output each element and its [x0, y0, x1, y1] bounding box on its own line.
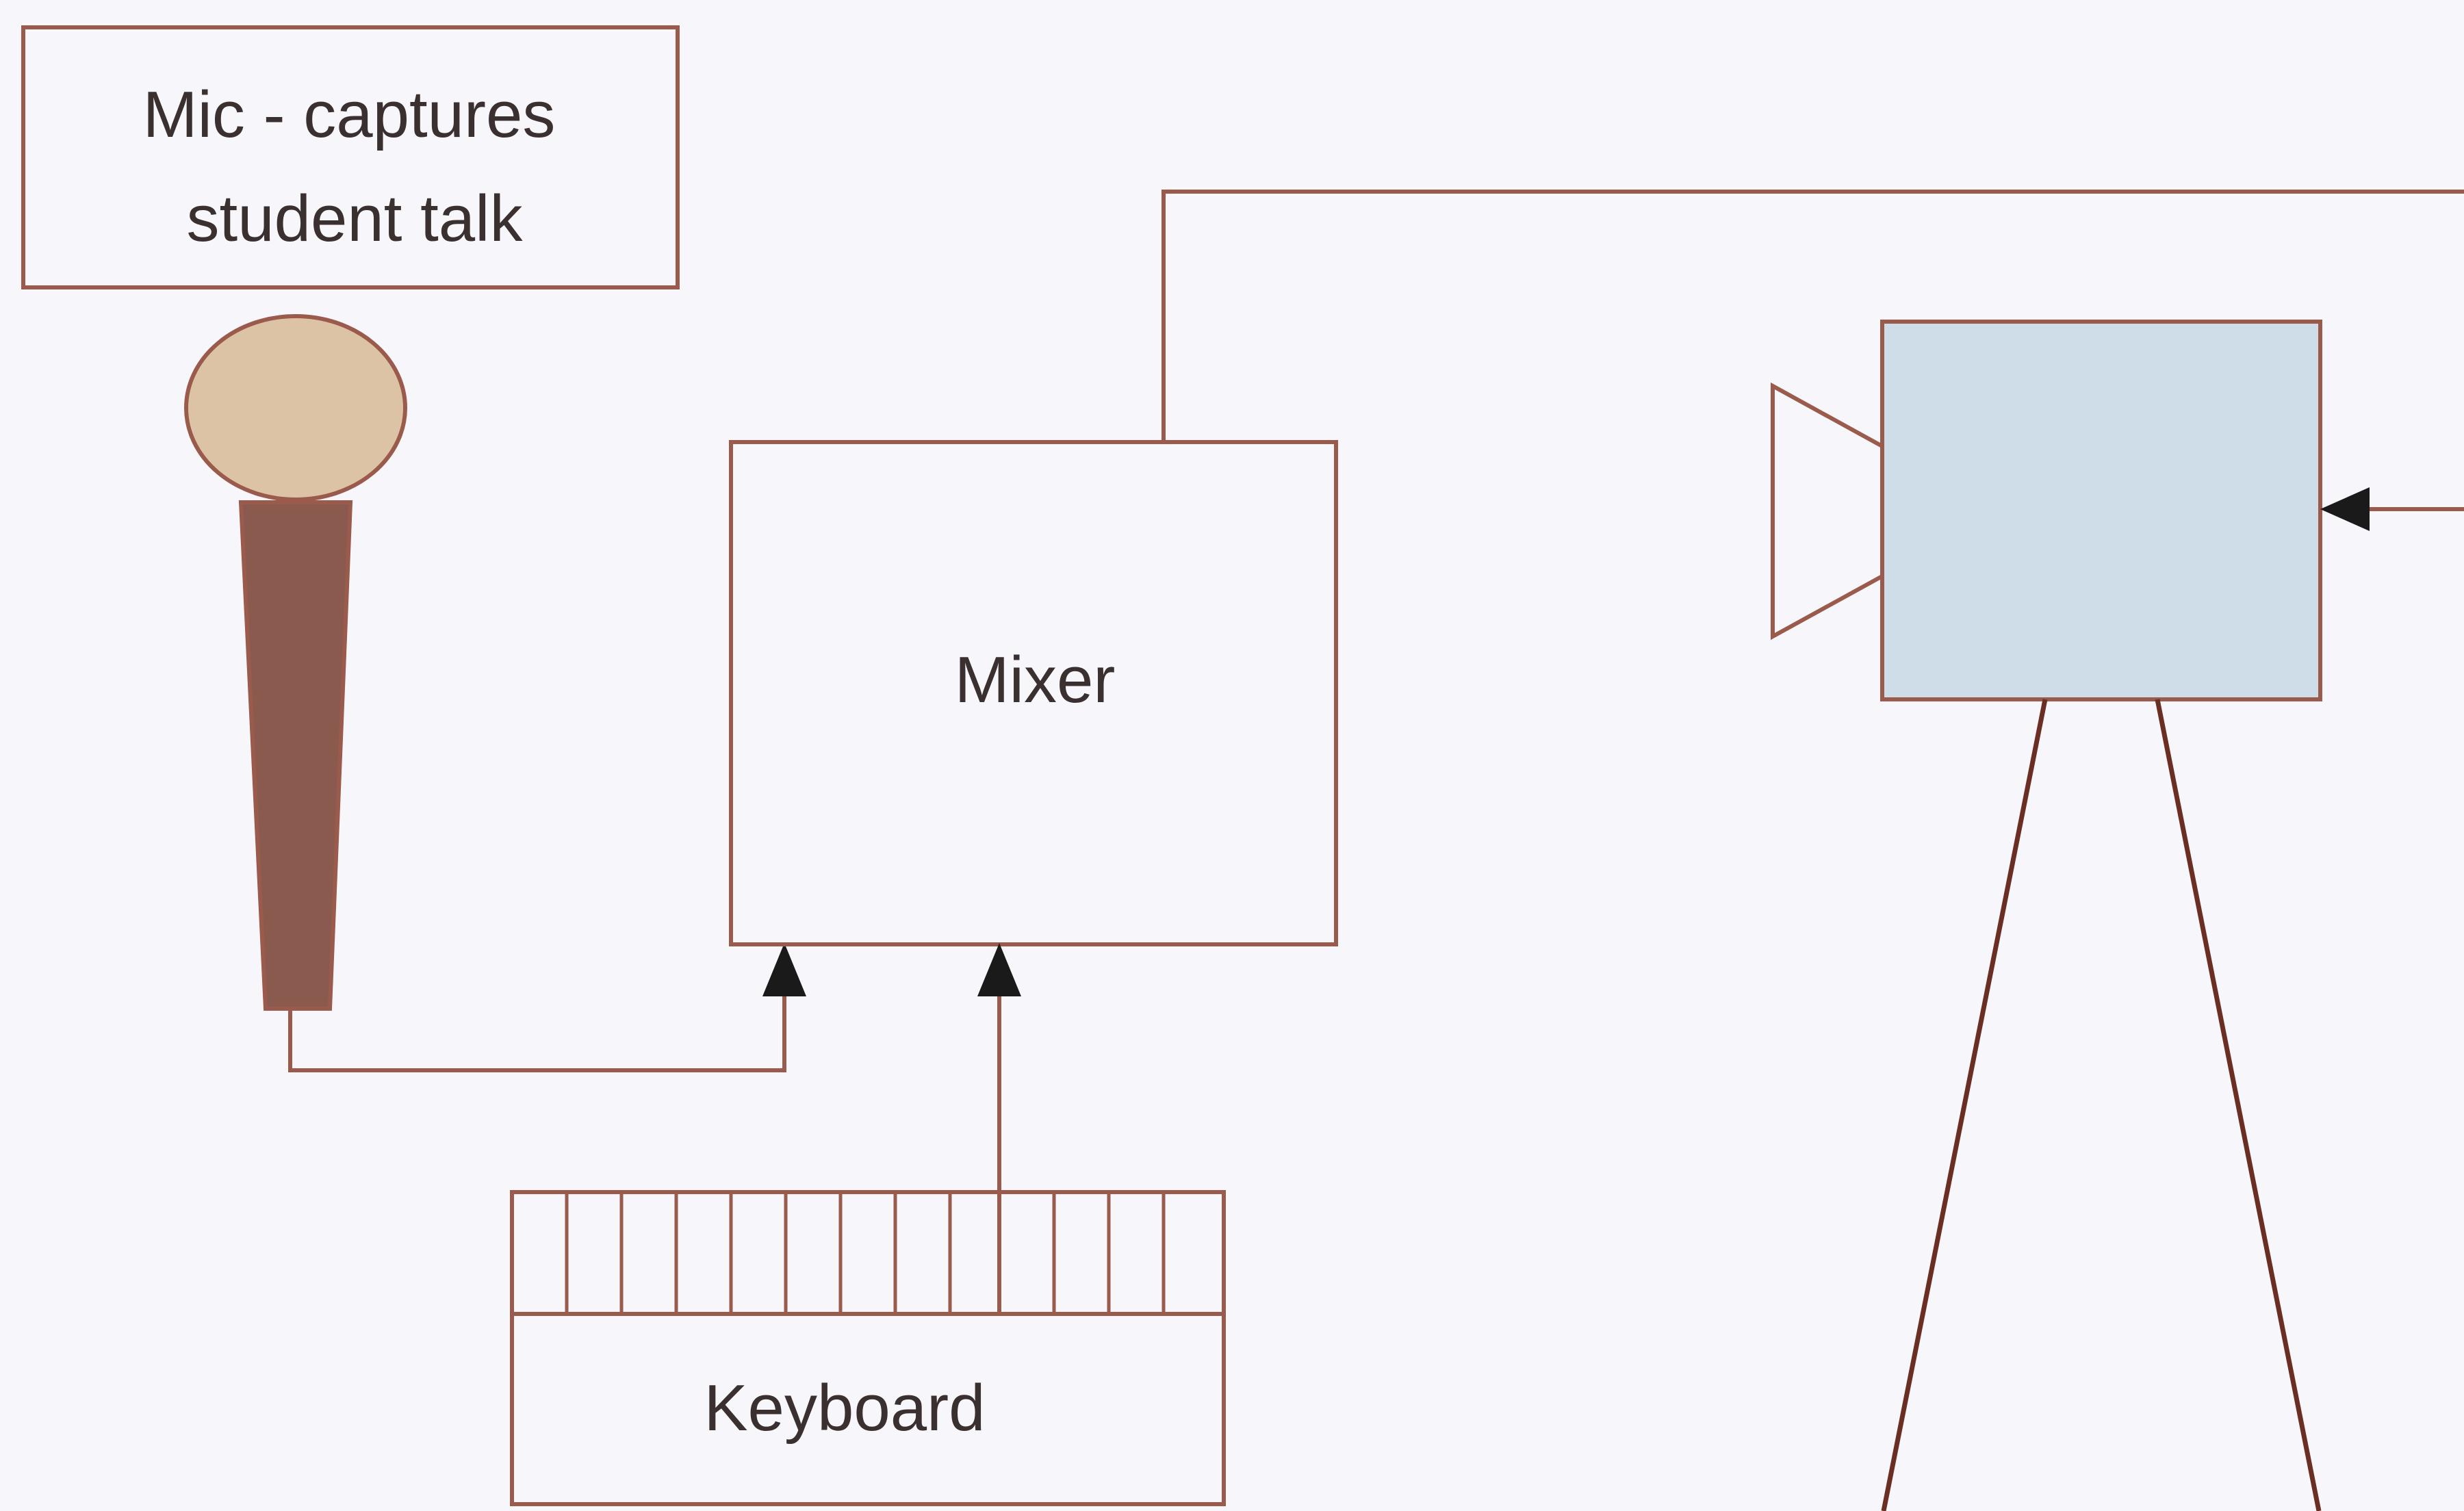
microphone-icon [186, 316, 405, 1009]
camera-input-arrowhead [2320, 487, 2370, 531]
mixer-box: Mixer [731, 442, 1336, 944]
video-camera-icon [1773, 322, 2320, 699]
mic-head [186, 316, 405, 500]
mixer-label: Mixer [955, 643, 1116, 716]
camera-lens [1773, 386, 1882, 636]
mic-handle [241, 502, 350, 1009]
mic-to-mixer-arrowhead [762, 943, 806, 996]
tripod-icon [1884, 699, 2319, 1511]
mic-label-line1: Mic - captures [143, 78, 556, 151]
keyboard-to-mixer-arrowhead [977, 943, 1021, 996]
mic-label-line2: student talk [187, 182, 524, 255]
camera-body [1882, 322, 2320, 699]
keyboard-label: Keyboard [704, 1371, 986, 1445]
mic-label-box: Mic - captures student talk [23, 27, 678, 287]
keyboard-keys [567, 1192, 1164, 1314]
keyboard-icon: Keyboard [512, 1192, 1224, 1504]
mic-to-mixer-connector [290, 977, 784, 1070]
